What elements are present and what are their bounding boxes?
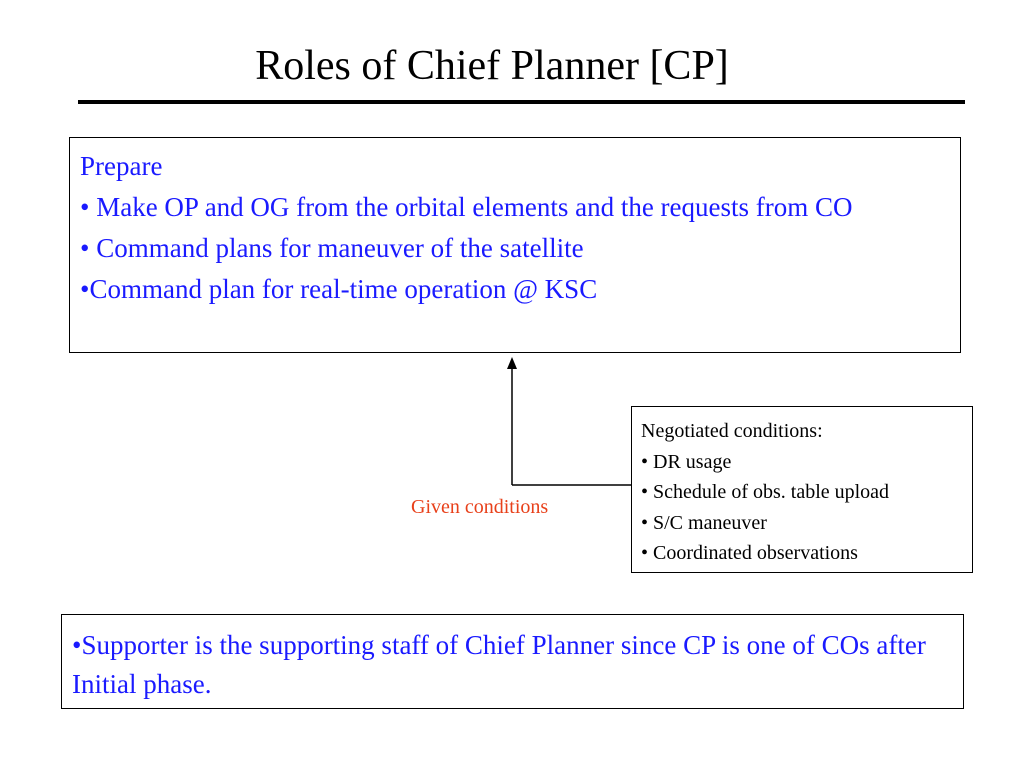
arrow-head-icon	[507, 357, 517, 369]
title-underline	[78, 100, 965, 104]
negotiated-item: • DR usage	[641, 450, 732, 473]
negotiated-heading: Negotiated conditions:	[641, 420, 823, 442]
slide-title: Roles of Chief Planner [CP]	[255, 43, 729, 89]
negotiated-item: • Schedule of obs. table upload	[641, 481, 890, 503]
negotiated-conditions-box: Negotiated conditions: • DR usage • Sche…	[631, 406, 973, 573]
negotiated-item: • S/C maneuver	[641, 511, 767, 534]
prepare-item: • Make OP and OG from the orbital elemen…	[80, 192, 853, 222]
given-conditions-label: Given conditions	[411, 496, 549, 518]
prepare-item: • Command plans for maneuver of the sate…	[80, 233, 584, 263]
prepare-box: Prepare • Make OP and OG from the orbita…	[69, 137, 961, 353]
negotiated-item: • Coordinated observations	[641, 542, 858, 564]
prepare-heading: Prepare	[80, 151, 163, 181]
prepare-item: •Command plan for real-time operation @ …	[80, 274, 598, 304]
supporter-box: •Supporter is the supporting staff of Ch…	[61, 614, 964, 709]
supporter-text: •Supporter is the supporting staff of Ch…	[72, 630, 926, 699]
